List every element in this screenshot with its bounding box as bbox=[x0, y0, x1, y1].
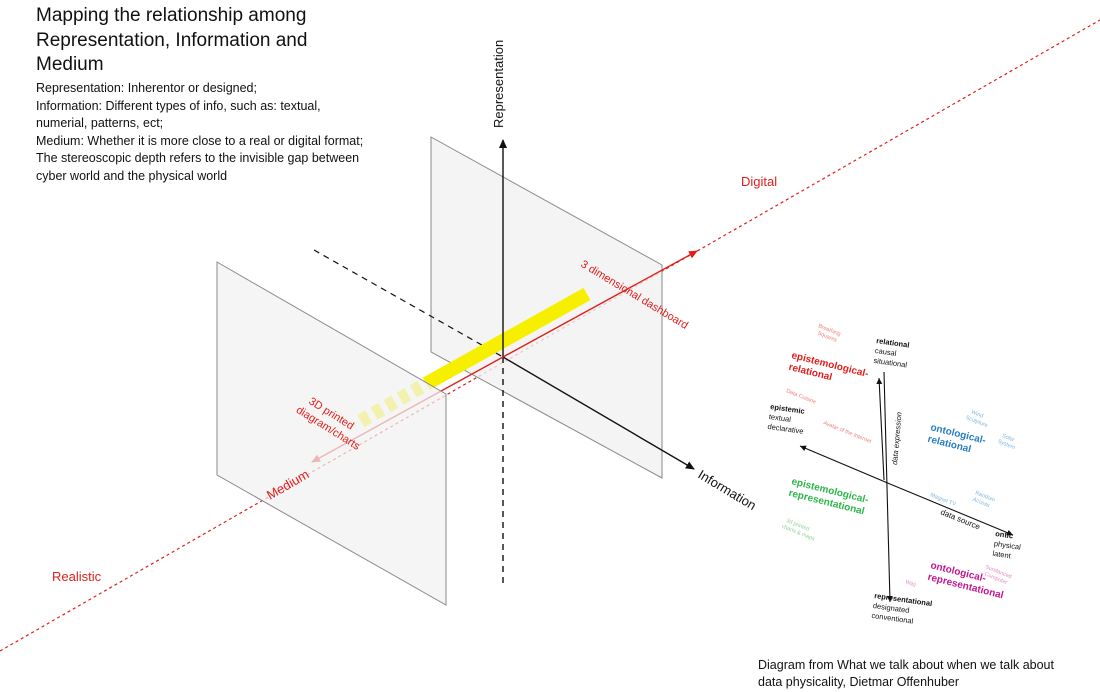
example-wind-1: Wind bbox=[970, 409, 984, 419]
inset-diagram: data expression data source relational c… bbox=[767, 323, 1022, 625]
page-title: Mapping the relationship among Represent… bbox=[36, 5, 308, 75]
example-data-cuisine: Data Cuisine bbox=[785, 388, 816, 405]
inset-right-sub1: physical bbox=[993, 539, 1021, 552]
source-caption: Diagram from What we talk about when we … bbox=[758, 658, 1054, 689]
digital-label: Digital bbox=[741, 174, 777, 189]
realistic-label: Realistic bbox=[52, 569, 102, 584]
example-solar-1: Solar bbox=[1001, 433, 1015, 443]
inset-diagonal-axis-left bbox=[799, 445, 891, 485]
inset-right-title: ontic bbox=[995, 529, 1014, 540]
description: Representation: Inherentor or designed; … bbox=[36, 81, 364, 183]
inset-vertical-axis bbox=[883, 371, 893, 603]
example-wild: Wild bbox=[904, 579, 916, 589]
medium-dotted-line bbox=[0, 19, 1100, 652]
inset-left-sub2: declarative bbox=[767, 422, 804, 436]
information-axis bbox=[502, 356, 695, 470]
depth-dashed-line bbox=[313, 249, 504, 358]
inset-diagonal-axis bbox=[889, 483, 1014, 536]
inset-right-sub2: latent bbox=[992, 549, 1012, 561]
yellow-bar-solid bbox=[429, 287, 591, 387]
inset-top-sub1: causal bbox=[874, 346, 897, 358]
inset-left-sub1: textual bbox=[768, 412, 791, 424]
inset-vertical-axis-top bbox=[876, 377, 885, 481]
representation-axis-label: Representation bbox=[491, 40, 506, 128]
inset-vertical-axis-label: data expression bbox=[890, 412, 904, 466]
inset-top-sub2: situational bbox=[873, 356, 908, 370]
back-plane bbox=[430, 136, 663, 479]
information-axis-label: Information bbox=[695, 467, 758, 513]
medium-axis-forward bbox=[502, 250, 698, 358]
example-avatar: Avatar of the Internet bbox=[822, 420, 872, 445]
front-plane bbox=[216, 261, 447, 606]
